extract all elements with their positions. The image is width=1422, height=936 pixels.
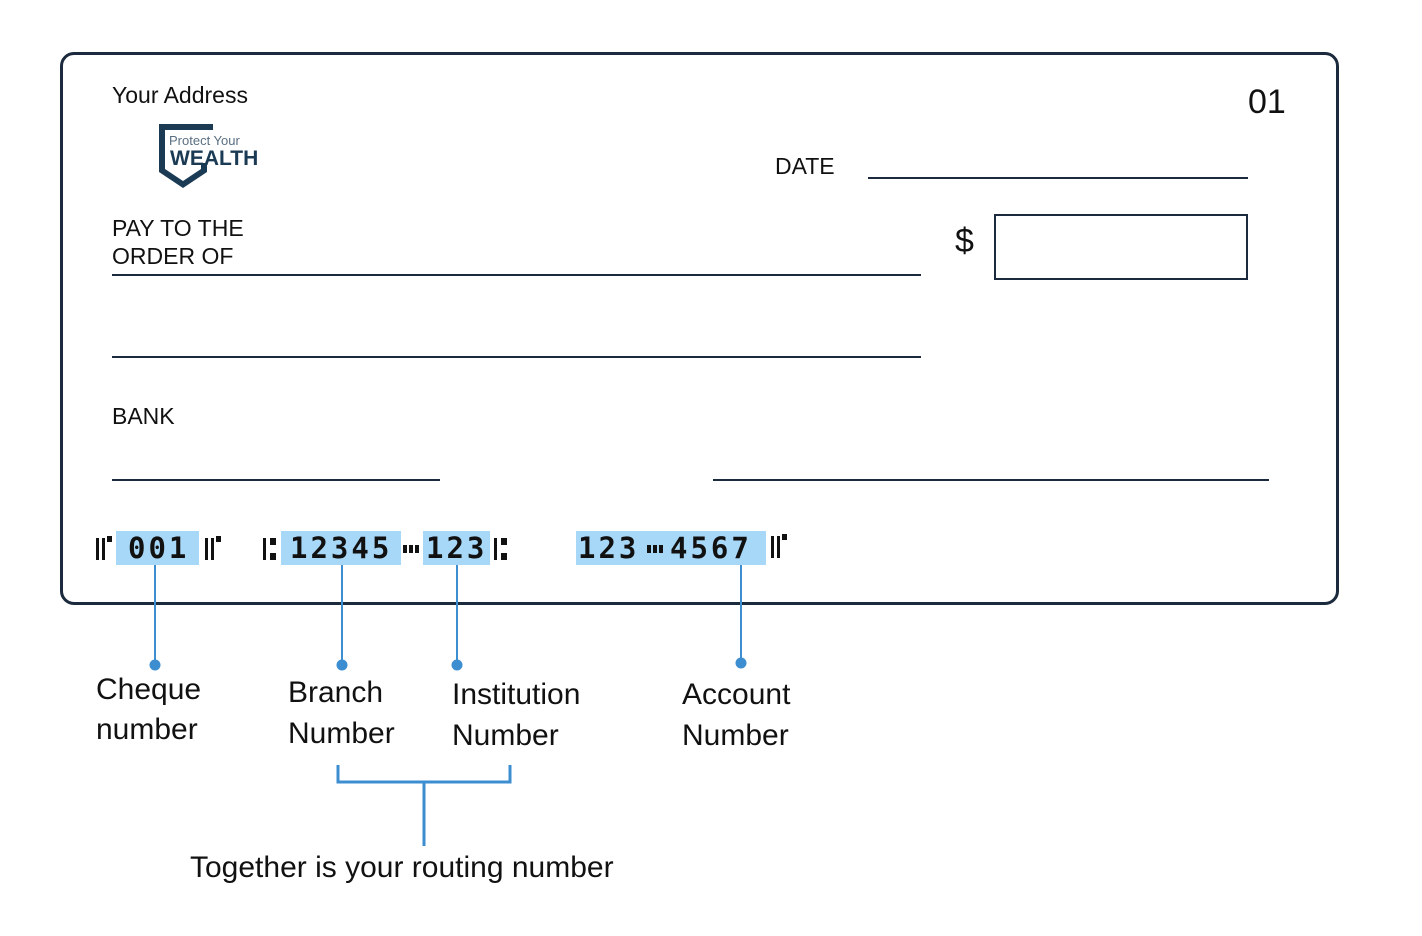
transit-symbol-icon: [494, 538, 507, 560]
account-connector-dot: [735, 657, 747, 669]
branch-number-highlight: [281, 531, 401, 565]
date-line: [868, 177, 1248, 179]
pay-to-label-line1: PAY TO THE: [112, 215, 244, 241]
micr-branch-number: 12345: [290, 531, 393, 565]
logo-tagline: Protect Your: [169, 133, 240, 148]
micr-institution-number: 123: [426, 531, 488, 565]
micr-account-part1: 123: [578, 531, 640, 565]
cheque-number-label-line2: number: [96, 713, 198, 746]
dash-symbol-icon: [647, 545, 663, 553]
bank-label: BANK: [112, 403, 175, 429]
account-number-highlight: [576, 531, 766, 565]
cheque-number-label-line1: Cheque: [96, 673, 202, 706]
address-label: Your Address: [112, 82, 248, 108]
cheque: [60, 52, 1339, 605]
cheque-number-highlight: [116, 531, 199, 565]
institution-number-label-line2: Number: [452, 719, 559, 752]
shield-icon: [159, 124, 213, 188]
micr-cheque-number: 001: [128, 531, 190, 565]
logo-wordmark: WEALTH: [170, 147, 259, 170]
cheque-number-top: 01: [1248, 83, 1286, 121]
on-us-symbol-icon: [205, 536, 221, 560]
dollar-sign: $: [955, 222, 974, 260]
on-us-symbol-icon: [96, 536, 112, 560]
logo: Protect Your WEALTH: [156, 122, 266, 192]
payee-line: [112, 274, 921, 276]
account-number-label-line1: Account: [682, 678, 791, 711]
branch-number-label-line2: Number: [288, 717, 395, 750]
branch-connector-dot: [336, 659, 348, 671]
amount-box: [994, 214, 1248, 280]
cheque-connector-dot: [149, 659, 161, 671]
dash-symbol-icon: [403, 545, 419, 553]
signature-line: [713, 479, 1269, 481]
micr-account-part2: 4567: [670, 531, 752, 565]
routing-bracket: [336, 765, 512, 846]
branch-number-label-line1: Branch: [288, 676, 384, 709]
account-number-label-line2: Number: [682, 719, 789, 752]
institution-number-label-line1: Institution: [452, 678, 581, 711]
on-us-symbol-icon: [771, 534, 787, 558]
date-label: DATE: [775, 153, 835, 179]
pay-to-label-line2: ORDER OF: [112, 243, 234, 269]
memo-line: [112, 479, 440, 481]
institution-number-highlight: [423, 531, 490, 565]
written-amount-line: [112, 356, 921, 358]
institution-connector-dot: [451, 659, 463, 671]
routing-number-caption: Together is your routing number: [190, 851, 614, 884]
transit-symbol-icon: [263, 538, 276, 560]
